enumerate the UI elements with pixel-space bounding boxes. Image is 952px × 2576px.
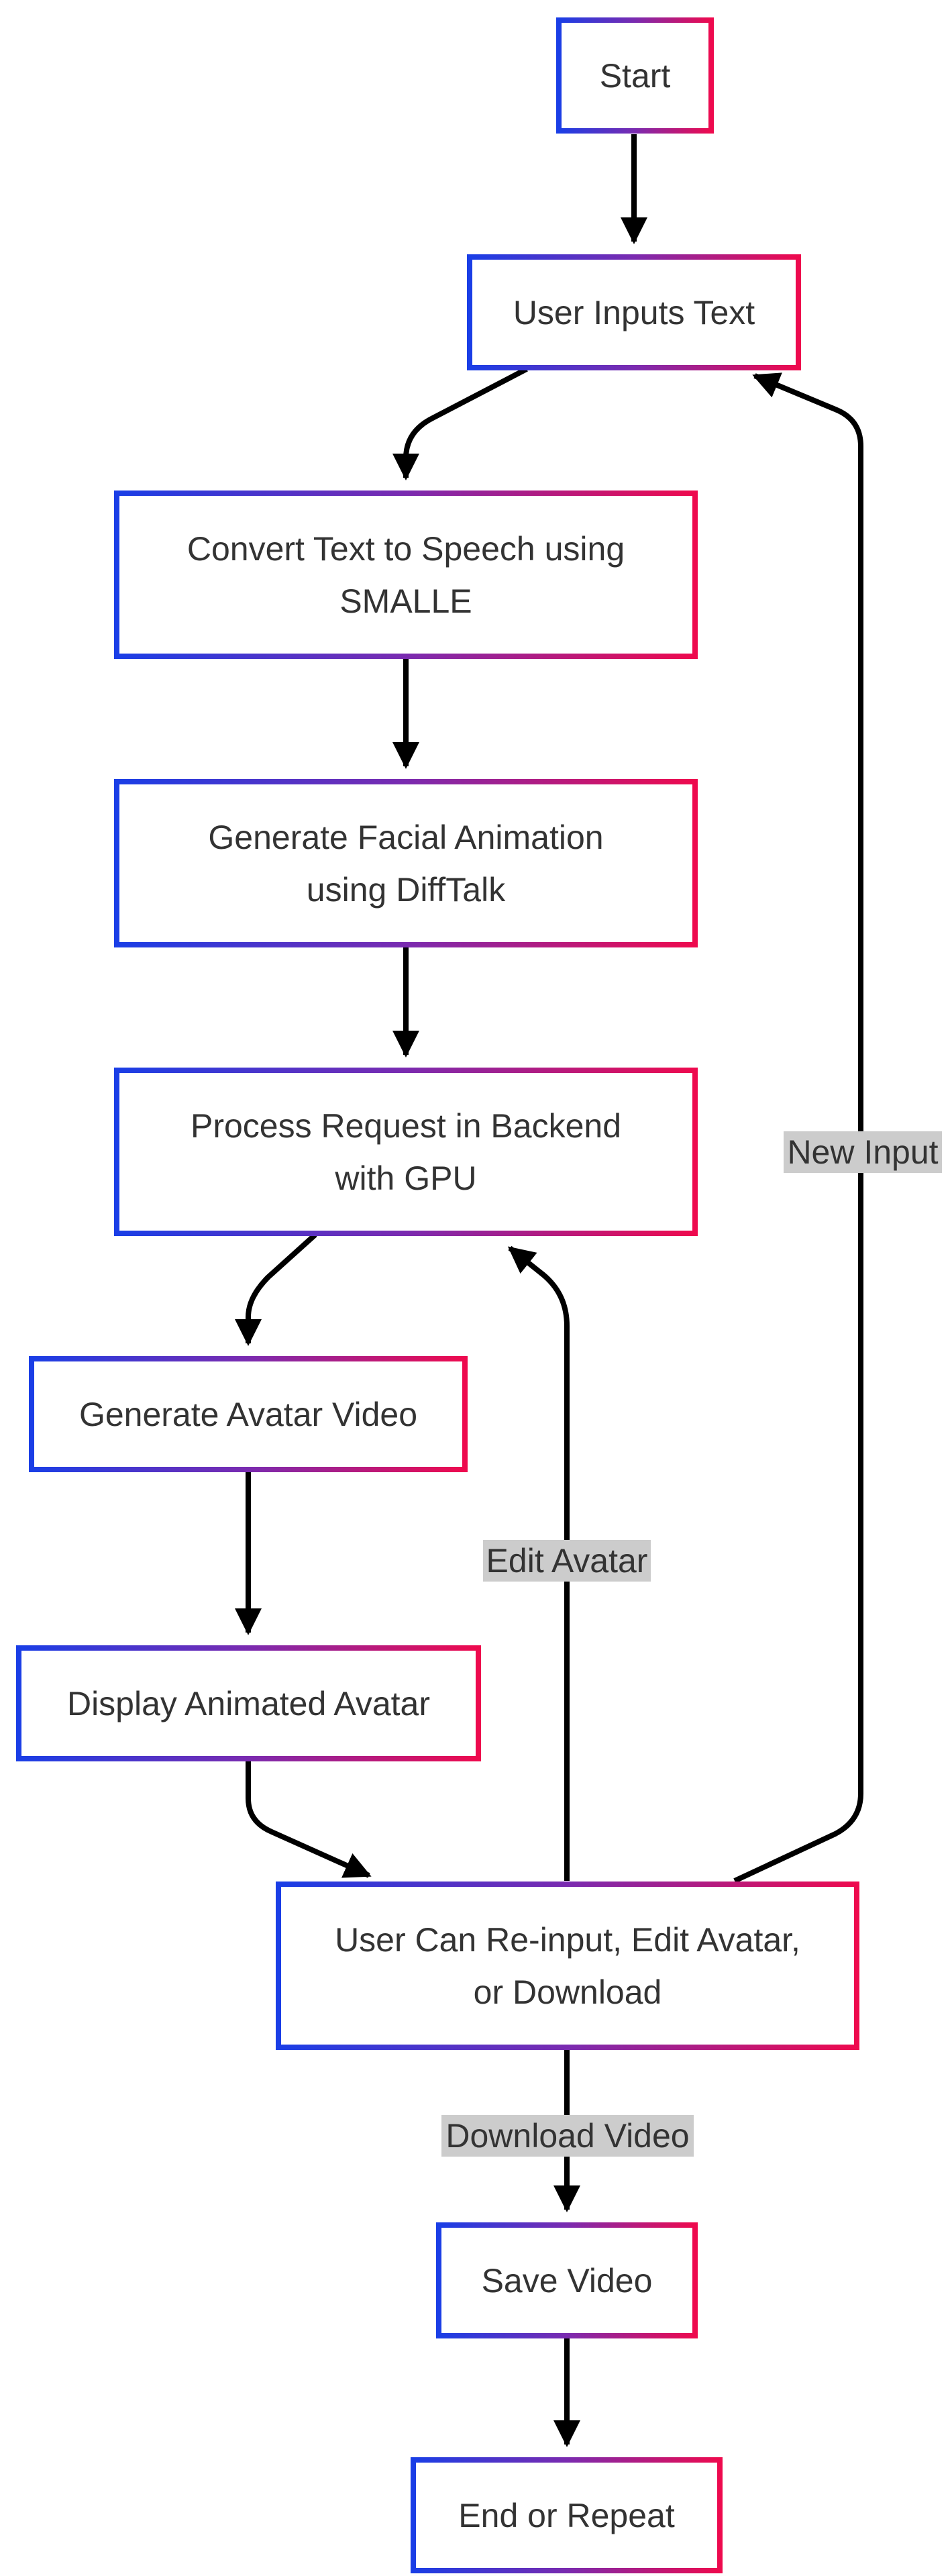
node-box-save xyxy=(436,2222,698,2338)
node-save-video: Save Video xyxy=(481,2261,653,2300)
node-box-user-options xyxy=(276,1882,859,2050)
edge-label-new-input: New Input xyxy=(784,1131,942,1173)
node-box-display xyxy=(16,1645,481,1761)
node-box-end xyxy=(411,2457,723,2573)
node-display-avatar: Display Animated Avatar xyxy=(66,1684,431,1722)
node-box-generate-video xyxy=(29,1356,468,1472)
edge-user-options-to-process xyxy=(507,1245,570,1881)
node-facial-animation: Generate Facial Animation using DiffTalk xyxy=(208,818,604,909)
node-box-convert xyxy=(114,491,698,659)
node-end-repeat: End or Repeat xyxy=(458,2496,675,2534)
node-box-user-inputs xyxy=(467,254,801,370)
node-box-start xyxy=(556,17,714,134)
edge-user-inputs-to-convert xyxy=(392,366,528,480)
node-box-facial xyxy=(114,779,698,947)
node-convert-tts: Convert Text to Speech using SMALLE xyxy=(187,529,625,620)
edge-process-to-generate-video xyxy=(235,1233,317,1346)
node-process-backend: Process Request in Backend with GPU xyxy=(190,1106,622,1197)
edge-label-download-video: Download Video xyxy=(441,2115,694,2157)
node-generate-video: Generate Avatar Video xyxy=(78,1395,418,1433)
node-box-process xyxy=(114,1068,698,1236)
edge-label-edit-avatar: Edit Avatar xyxy=(483,1540,651,1582)
node-user-inputs-text: User Inputs Text xyxy=(513,293,755,331)
edge-user-options-to-user-inputs xyxy=(733,372,863,1884)
node-user-options: User Can Re-input, Edit Avatar, or Downl… xyxy=(335,1920,800,2011)
node-start: Start xyxy=(599,56,671,95)
edge-display-to-user-options xyxy=(246,1758,372,1878)
